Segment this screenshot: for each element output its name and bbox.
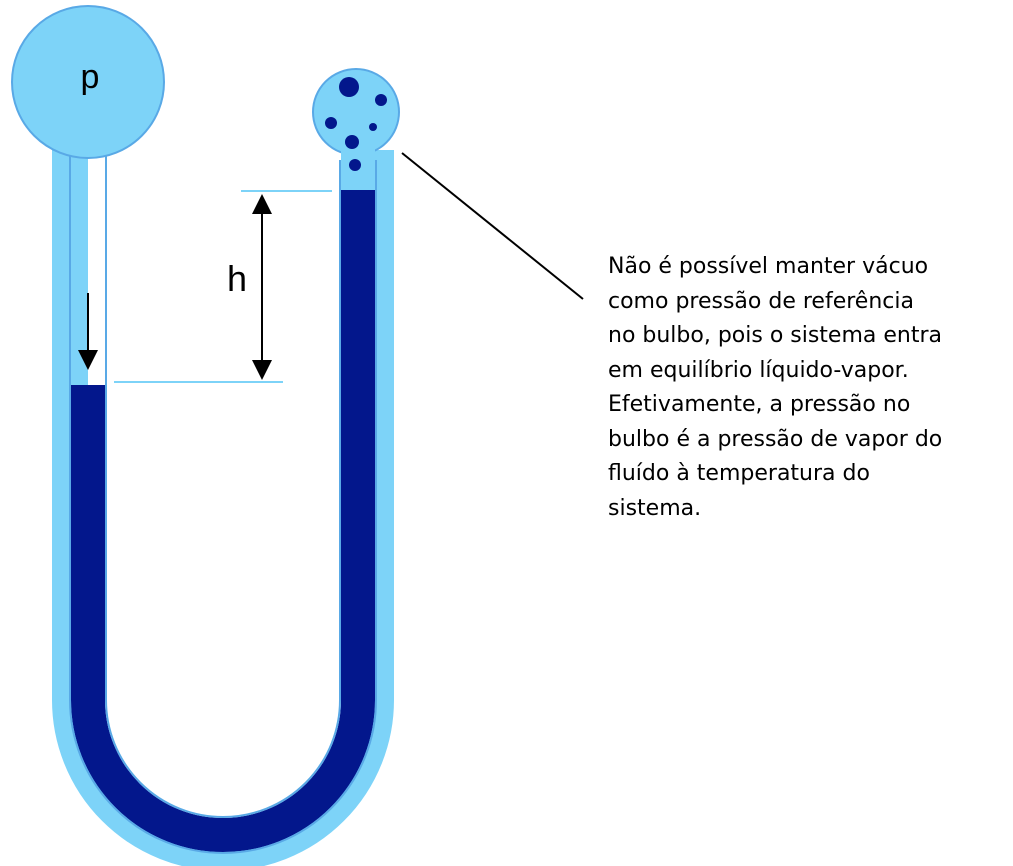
caption-line: fluído à temperatura do — [608, 461, 870, 486]
caption-line: como pressão de referência — [608, 288, 914, 314]
leader-line — [401, 152, 584, 300]
caption-line: Efetivamente, a pressão no — [608, 392, 911, 417]
pressure-label: p — [80, 58, 100, 96]
left-bulb — [11, 5, 165, 159]
u-tube-dark-fluid — [71, 190, 375, 852]
caption-line: no bulbo, pois o sistema entra — [608, 323, 943, 348]
caption-text: Não é possível manter vácuo como pressão… — [608, 250, 1008, 526]
caption-line: Não é possível manter vácuo — [608, 254, 929, 279]
height-label: h — [226, 258, 248, 299]
caption-line: bulbo é a pressão de vapor do — [608, 426, 943, 452]
caption-line: sistema. — [608, 495, 702, 521]
u-tube-outer-border — [69, 150, 377, 854]
left-bulb-neck — [71, 145, 105, 155]
caption-line: em equilíbrio líquido-vapor. — [608, 357, 909, 383]
u-tube-inner-border — [105, 150, 341, 818]
vapor-bubbles — [325, 77, 387, 171]
